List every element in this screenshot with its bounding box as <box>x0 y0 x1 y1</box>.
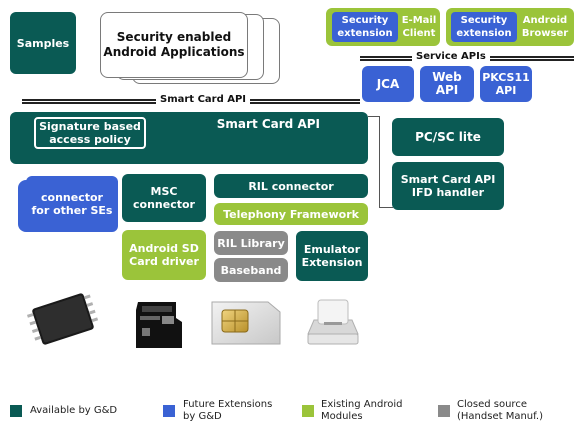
web-api-box: Web API <box>420 66 474 102</box>
emulator-extension-box: Emulator Extension <box>296 231 368 281</box>
ril-connector-box: RIL connector <box>214 174 368 198</box>
android-sd-card-driver: Android SD Card driver <box>122 230 206 280</box>
legend-green-label: Existing Android Modules <box>321 399 403 422</box>
baseband-box: Baseband <box>214 258 288 282</box>
ifd-handler-box: Smart Card API IFD handler <box>392 162 504 210</box>
pcsc-lite-box: PC/SC lite <box>392 118 504 156</box>
legend-gray-swatch <box>438 405 450 417</box>
microsd-card-image <box>136 302 182 348</box>
smart-card-api-label: Smart Card API <box>156 94 251 105</box>
android-browser-label: Android Browser <box>521 15 569 39</box>
samples-box: Samples <box>10 12 76 74</box>
legend-teal-label: Available by G&D <box>30 405 118 416</box>
signature-access-policy: Signature based access policy <box>34 117 146 149</box>
connector-line-bottom <box>379 207 393 208</box>
jca-box: JCA <box>362 66 414 102</box>
legend-blue-label: Future Extensions by G&D <box>183 399 273 422</box>
pkcs11-api-box: PKCS11 API <box>480 66 532 102</box>
connector-line-vertical <box>379 116 380 208</box>
msc-connector-box: MSC connector <box>122 174 206 222</box>
connector-other-ses: connector for other SEs <box>26 176 118 232</box>
connector-line-top <box>368 116 380 117</box>
smart-card-api-block: Smart Card API <box>10 112 368 164</box>
android-apps-card: Security enabled Android Applications <box>100 12 248 78</box>
legend-green-swatch <box>302 405 314 417</box>
security-extension-email: Security extension <box>332 12 398 42</box>
secure-element-chip-image <box>26 293 99 345</box>
legend-gray-label: Closed source (Handset Manuf.) <box>457 399 544 422</box>
legend-teal-swatch <box>10 405 22 417</box>
sim-card-image <box>211 301 281 345</box>
telephony-framework-box: Telephony Framework <box>214 203 368 225</box>
card-reader-image <box>307 299 359 345</box>
legend-blue-swatch <box>163 405 175 417</box>
ril-library-box: RIL Library <box>214 231 288 255</box>
security-extension-browser: Security extension <box>451 12 517 42</box>
email-client-label: E-Mail Client <box>401 15 437 39</box>
service-apis-label: Service APIs <box>412 51 490 62</box>
